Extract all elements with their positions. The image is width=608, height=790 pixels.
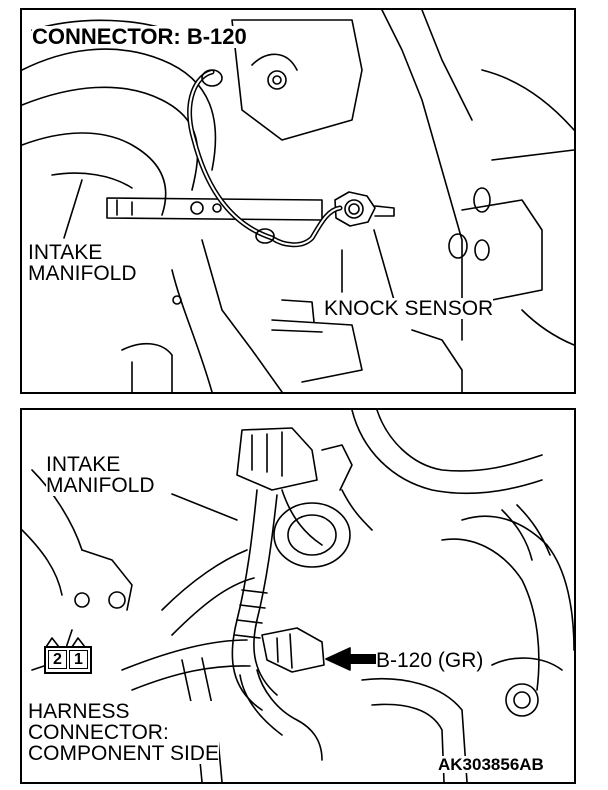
intake-manifold-label-bottom: INTAKE MANIFOLD [46, 453, 155, 497]
pin-1: 1 [69, 650, 88, 669]
harness-connector-diagram: 2 1 [44, 646, 92, 674]
bottom-photo-panel: 2 1 INTAKE MANIFOLD B-120 (GR) HARNESS C… [20, 408, 576, 784]
connector-title: CONNECTOR: B-120 [32, 24, 247, 49]
pin-2-label: 2 [53, 651, 62, 668]
pin-1-label: 1 [74, 651, 83, 668]
connector-b120-callout: B-120 (GR) [376, 649, 484, 672]
figure-code: AK303856AB [438, 755, 544, 774]
top-illustration-panel: CONNECTOR: B-120 INTAKE MANIFOLD KNOCK S… [20, 8, 576, 394]
engine-bottom-illustration [22, 410, 574, 782]
engine-top-illustration [22, 10, 574, 392]
pin-2: 2 [48, 650, 67, 669]
harness-connector-caption: HARNESS CONNECTOR: COMPONENT SIDE [28, 700, 219, 765]
knock-sensor-label: KNOCK SENSOR [324, 297, 494, 320]
intake-manifold-label: INTAKE MANIFOLD [28, 241, 137, 285]
